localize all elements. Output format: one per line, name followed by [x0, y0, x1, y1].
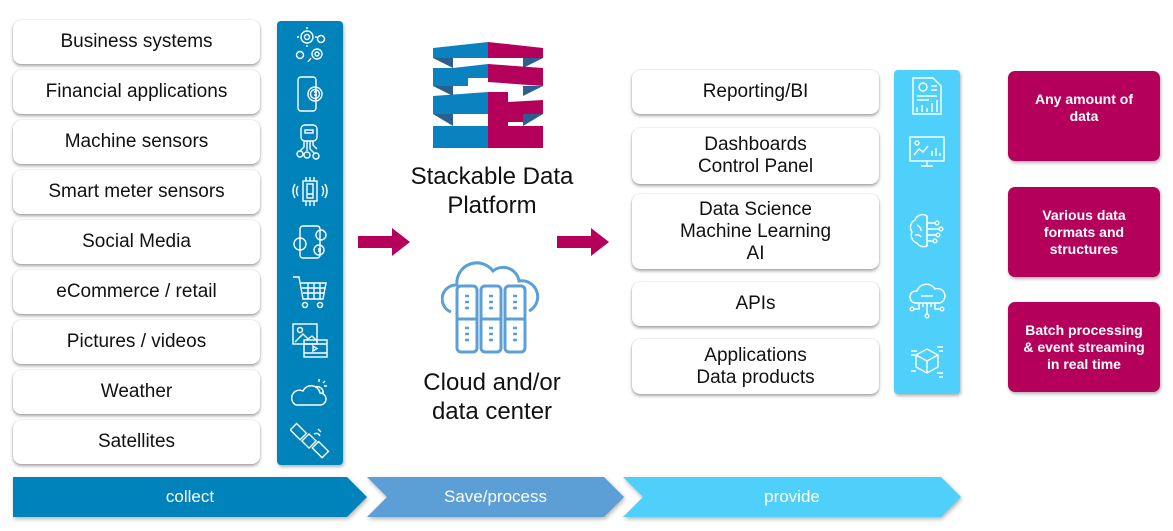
source-label: Social Media — [82, 231, 191, 252]
dashboard-monitor-icon — [894, 134, 960, 170]
cloud-datacenter-icon — [441, 261, 540, 354]
data-product-cube-icon — [894, 341, 960, 381]
source-pictures-videos: Pictures / videos — [13, 320, 260, 364]
source-machine-sensors: Machine sensors — [13, 120, 260, 164]
report-chart-icon — [894, 76, 960, 116]
source-smart-meter-sensors: Smart meter sensors — [13, 170, 260, 214]
source-label: Machine sensors — [64, 131, 209, 152]
satellite-icon — [277, 421, 343, 461]
feature-various-formats: Various data formats and structures — [1008, 187, 1160, 277]
smart-meter-icon — [277, 172, 343, 212]
stage-label: provide — [764, 487, 820, 506]
source-financial-applications: Financial applications — [13, 70, 260, 114]
chevron-shape — [623, 477, 961, 517]
output-label: Data Science Machine Learning AI — [679, 198, 832, 264]
api-cloud-icon — [894, 281, 960, 321]
source-ecommerce-retail: eCommerce / retail — [13, 270, 260, 314]
platform-label: Stackable Data Platform — [410, 163, 574, 219]
arrow-to-platform-icon — [358, 228, 410, 256]
phone-euro-icon — [277, 74, 343, 114]
social-media-icon — [277, 222, 343, 262]
source-label: Smart meter sensors — [48, 181, 225, 202]
feature-label: Any amount of data — [1035, 91, 1133, 124]
chevron-shape — [13, 477, 367, 517]
source-label: Weather — [100, 381, 173, 402]
source-label: Business systems — [60, 31, 213, 52]
source-label: Pictures / videos — [66, 331, 207, 352]
stage-label: Save/process — [444, 487, 547, 506]
source-label: Satellites — [97, 431, 176, 452]
feature-batch-streaming: Batch processing & event streaming in re… — [1008, 302, 1160, 392]
output-data-science: Data Science Machine Learning AI — [632, 194, 879, 269]
machine-sensor-icon — [277, 122, 343, 162]
stage-label: collect — [165, 487, 215, 506]
output-applications: Applications Data products — [632, 339, 879, 394]
output-label: Dashboards Control Panel — [697, 134, 814, 177]
feature-any-amount-of-data: Any amount of data — [1008, 71, 1160, 161]
ai-brain-icon — [894, 211, 960, 251]
output-label: APIs — [735, 293, 776, 314]
arrow-to-outputs-icon — [557, 228, 609, 256]
source-satellites: Satellites — [13, 420, 260, 464]
output-dashboards: Dashboards Control Panel — [632, 128, 879, 184]
infrastructure-label: Cloud and/or data center — [423, 369, 561, 425]
source-business-systems: Business systems — [13, 20, 260, 64]
source-label: Financial applications — [45, 81, 228, 102]
chevron-shape — [367, 477, 624, 517]
stage-collect: collect — [13, 477, 367, 517]
output-icon-column — [894, 70, 960, 394]
source-label: eCommerce / retail — [56, 281, 217, 302]
stage-save-process: Save/process — [367, 477, 624, 517]
output-label: Reporting/BI — [702, 81, 809, 102]
source-social-media: Social Media — [13, 220, 260, 264]
gears-icon — [277, 25, 343, 65]
output-reporting-bi: Reporting/BI — [632, 70, 879, 114]
stage-provide: provide — [623, 477, 961, 517]
output-label: Applications Data products — [696, 344, 815, 388]
stackable-logo-icon — [433, 42, 543, 148]
source-icon-column — [277, 21, 343, 465]
shopping-cart-icon — [277, 272, 343, 312]
weather-cloud-sun-icon — [277, 373, 343, 413]
source-weather: Weather — [13, 370, 260, 414]
feature-label: Batch processing & event streaming in re… — [1023, 322, 1145, 372]
feature-label: Various data formats and structures — [1042, 207, 1126, 257]
output-apis: APIs — [632, 282, 879, 326]
picture-video-icon — [277, 321, 343, 361]
